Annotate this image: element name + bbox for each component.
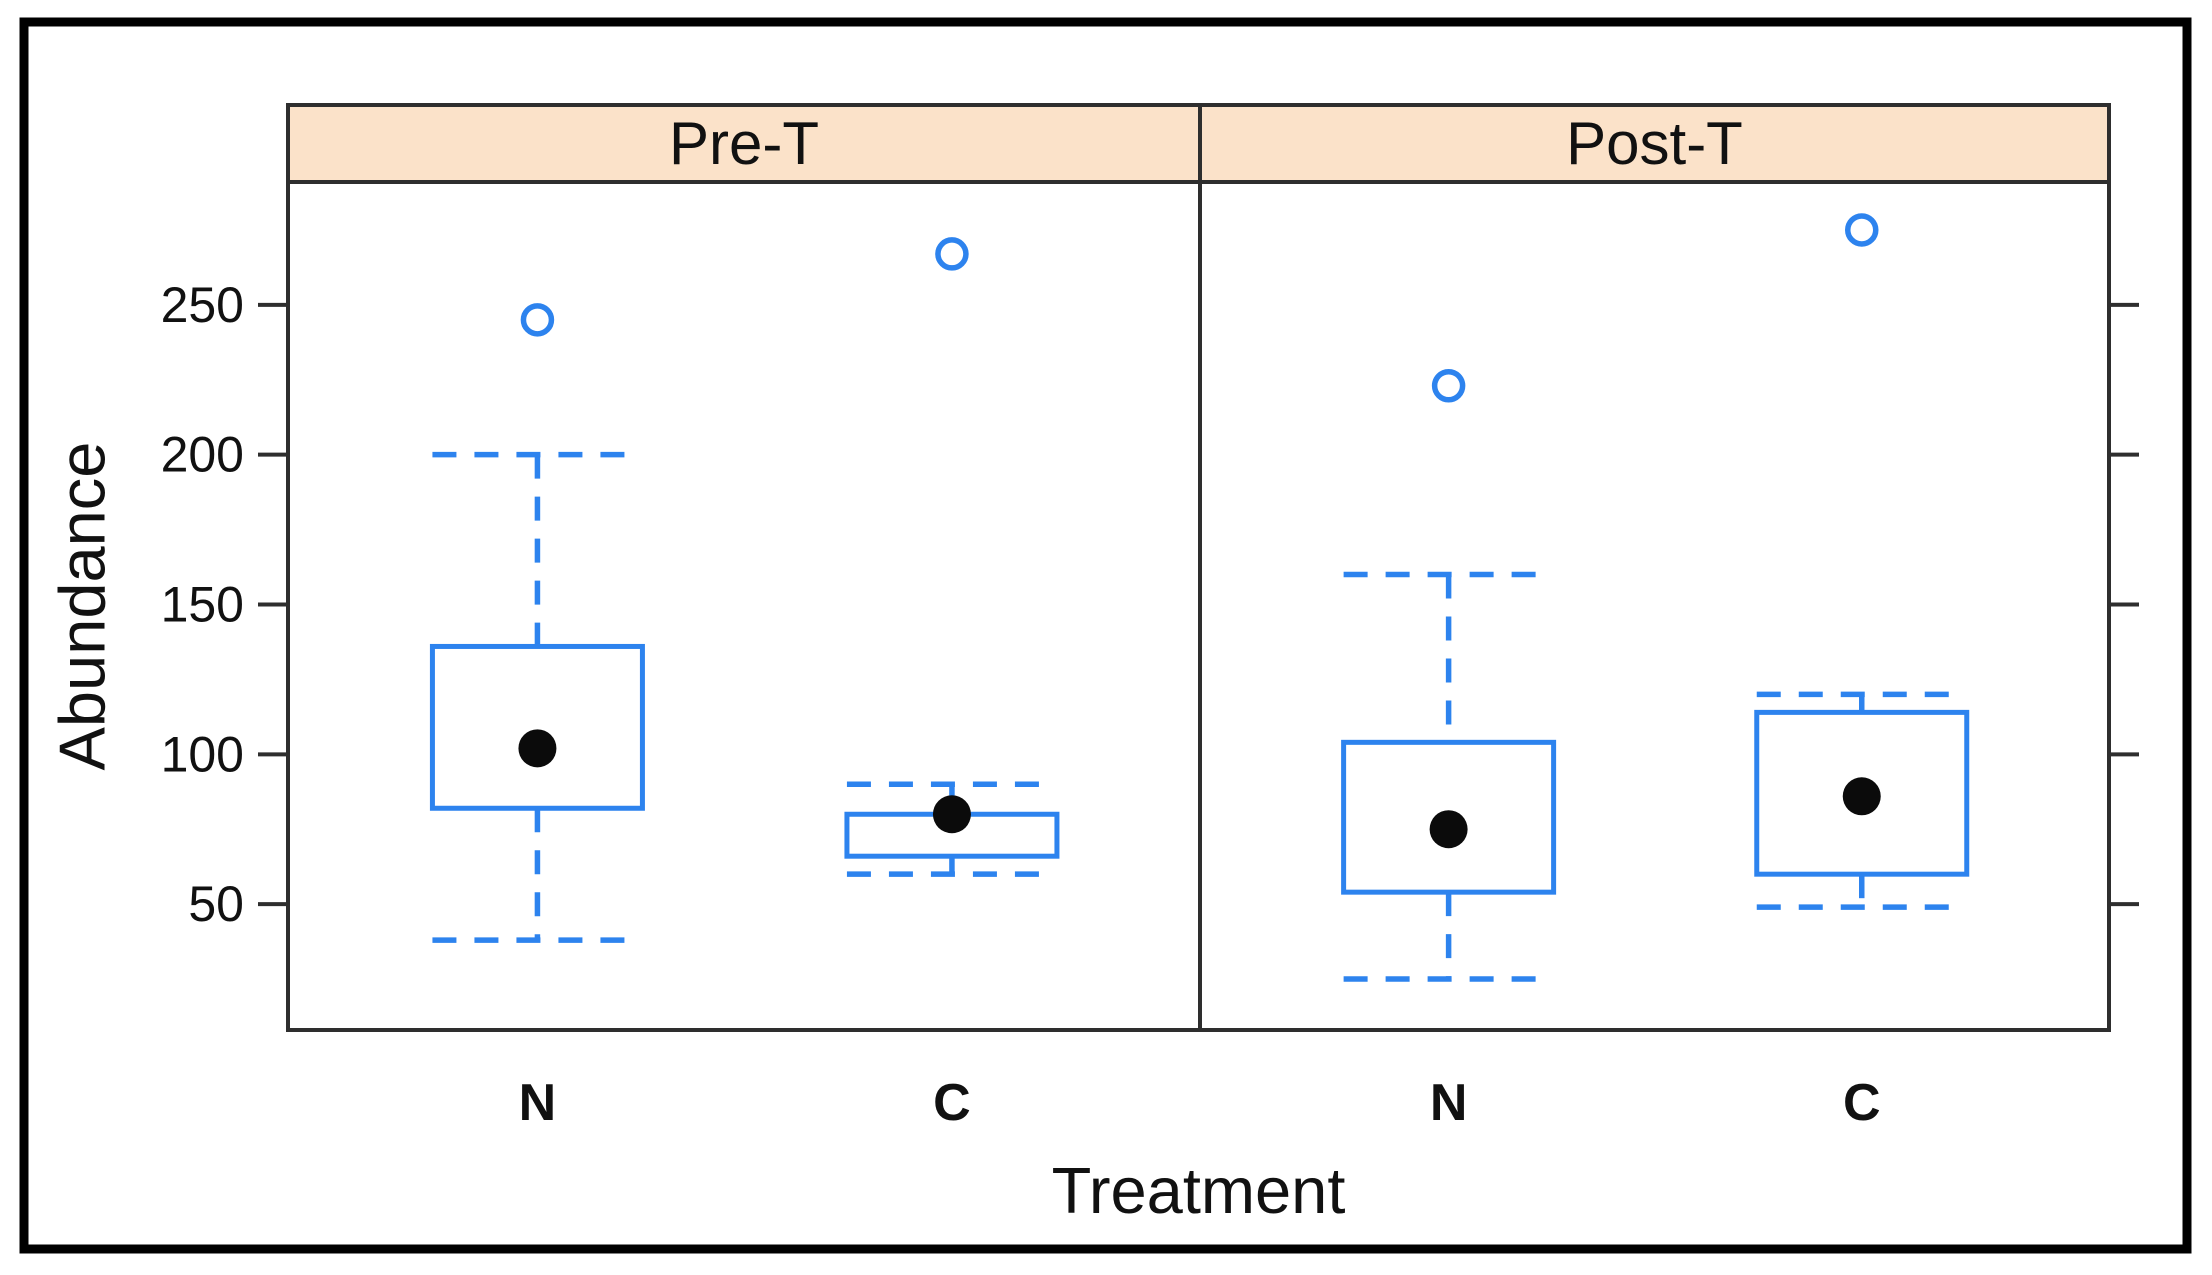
median-dot <box>1842 777 1881 816</box>
strip-label: Pre-T <box>669 110 819 177</box>
strip-label: Post-T <box>1566 110 1743 177</box>
panel-area <box>1198 180 2111 1032</box>
outlier-point <box>1845 213 1879 247</box>
y-tick-label: 250 <box>161 277 244 333</box>
group-label: C <box>933 1074 971 1132</box>
median-dot <box>518 729 557 768</box>
outer-border <box>19 17 2192 1254</box>
box-iqr <box>429 643 645 811</box>
panel-area <box>286 180 1202 1032</box>
outlier-point <box>1431 369 1466 403</box>
y-tick-label: 100 <box>161 726 244 782</box>
strip-header <box>1198 103 2111 184</box>
outlier-point <box>935 237 969 271</box>
group-label: N <box>1430 1074 1468 1132</box>
y-tick-label: 150 <box>161 577 244 633</box>
axis-title-y: Abundance <box>46 442 119 771</box>
y-tick-label: 50 <box>188 876 244 932</box>
median-dot <box>932 795 971 834</box>
outlier-point <box>520 303 555 337</box>
group-label: C <box>1843 1074 1881 1132</box>
strip-header <box>286 103 1202 184</box>
median-dot <box>1429 810 1468 849</box>
group-label: N <box>519 1074 557 1132</box>
axis-title-x: Treatment <box>1052 1154 1346 1227</box>
y-tick-label: 200 <box>161 427 244 483</box>
